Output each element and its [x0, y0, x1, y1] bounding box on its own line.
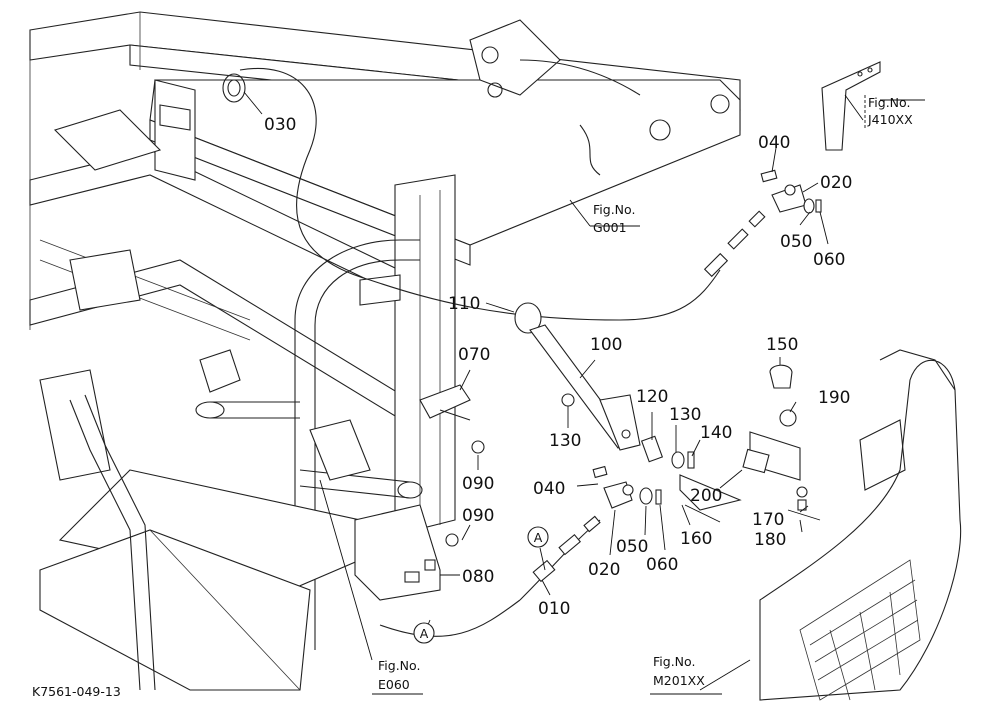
fig-ref-e060-line2: E060: [378, 677, 410, 692]
callout-020: 020: [588, 560, 620, 580]
front-grille: [759, 349, 962, 701]
callout-050: 050: [616, 537, 648, 557]
callout-080: 080: [462, 567, 494, 587]
callout-170: 170: [752, 510, 784, 530]
callout-100: 100: [590, 335, 622, 355]
connector-a-bottom-circle: [413, 622, 435, 644]
callout-070: 070: [458, 345, 490, 365]
callout-090: 090: [462, 474, 494, 494]
callout-060: 060: [646, 555, 678, 575]
callout-130: 130: [549, 431, 581, 451]
callout-020: 020: [820, 173, 852, 193]
fig-ref-m201-line1: Fig.No.: [653, 654, 695, 669]
fig-ref-j410-line1: Fig.No.: [868, 95, 910, 110]
callout-090: 090: [462, 506, 494, 526]
callout-160: 160: [680, 529, 712, 549]
connector-a-top-circle: [527, 526, 549, 548]
callout-040: 040: [533, 479, 565, 499]
callout-180: 180: [754, 530, 786, 550]
part-callouts: 030 040 020 050 060 110 100 070 120 130 …: [264, 115, 852, 619]
throttle-cable: [239, 68, 766, 637]
fig-ref-g001-line1: Fig.No.: [593, 202, 635, 217]
vehicle-frame-linework: [29, 11, 741, 691]
cable-clamp-030: [222, 73, 246, 103]
callout-040: 040: [758, 133, 790, 153]
callout-030: 030: [264, 115, 296, 135]
callout-130: 130: [669, 405, 701, 425]
connector-a-top: A: [534, 530, 543, 545]
drawing-code: K7561-049-13: [32, 684, 121, 699]
callout-140: 140: [700, 423, 732, 443]
fig-ref-m201-line2: M201XX: [653, 673, 705, 688]
callout-010: 010: [538, 599, 570, 619]
callout-200: 200: [690, 486, 722, 506]
connector-marks: A A: [413, 526, 549, 644]
callout-190: 190: [818, 388, 850, 408]
fig-ref-e060-line1: Fig.No.: [378, 658, 420, 673]
callout-110: 110: [448, 294, 480, 314]
connector-a-bottom: A: [420, 626, 429, 641]
callout-150: 150: [766, 335, 798, 355]
figure-references: Fig.No. J410XX Fig.No. G001 Fig.No. E060…: [378, 95, 913, 692]
callout-120: 120: [636, 387, 668, 407]
fig-ref-g001-line2: G001: [593, 220, 627, 235]
throttle-lever-assembly: [445, 61, 881, 547]
callout-050: 050: [780, 232, 812, 252]
callout-060: 060: [813, 250, 845, 270]
fig-ref-j410-line2: J410XX: [867, 112, 913, 127]
